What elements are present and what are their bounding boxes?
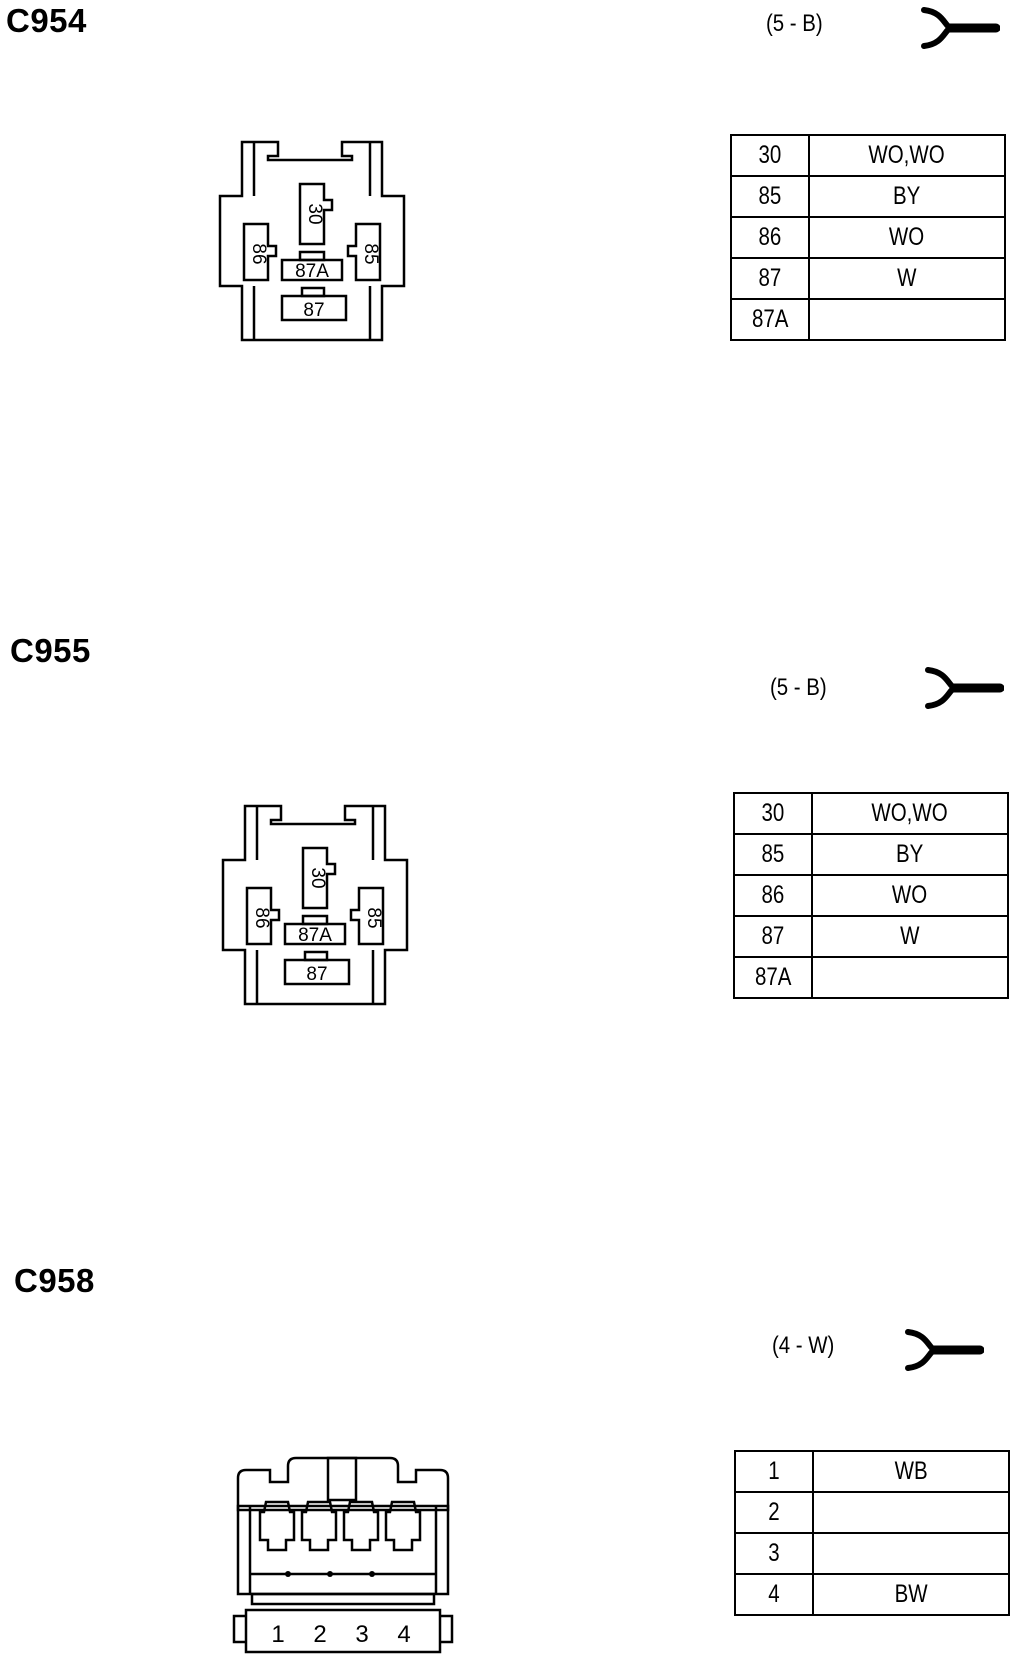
table-row: 1 WB — [734, 1450, 1010, 1493]
wire-color: W — [897, 264, 917, 292]
face-label-87a: 87A — [298, 925, 332, 946]
pin-number: 30 — [758, 141, 782, 169]
pin-number: 86 — [761, 881, 785, 909]
pin-number: 85 — [758, 182, 782, 210]
wire-color: W — [900, 922, 920, 950]
connector-id: C955 — [10, 632, 91, 669]
table-row: 87A — [733, 956, 1009, 999]
relay-connector-face: 30 86 85 87A 87 — [218, 140, 406, 342]
connector-id: C958 — [14, 1262, 95, 1299]
face-label-3: 3 — [355, 1621, 368, 1648]
table-row: 87A — [730, 298, 1006, 341]
table-row: 87 W — [730, 257, 1006, 300]
table-row: 2 — [734, 1491, 1010, 1534]
face-label-85: 85 — [360, 243, 381, 264]
face-label-87: 87 — [303, 300, 324, 321]
wire-color: WO,WO — [868, 141, 946, 169]
connector-spec: (5 - B) — [766, 10, 823, 37]
table-row: 30 WO,WO — [733, 792, 1009, 835]
connector-spec: (4 - W) — [772, 1332, 835, 1359]
wire-color: BY — [896, 840, 924, 868]
wire-color: WO,WO — [871, 799, 949, 827]
four-pin-connector-face: 1 2 3 4 — [232, 1456, 454, 1654]
connector-spec: (5 - B) — [770, 674, 827, 701]
table-row: 30 WO,WO — [730, 134, 1006, 177]
face-label-87: 87 — [306, 964, 327, 985]
relay-connector-face: 30 86 85 87A 87 — [221, 804, 409, 1006]
connector-section-c955: C955 (5 - B) 30 86 85 87A 87 30 WO,WO 85 B… — [0, 632, 1024, 1252]
table-row: 3 — [734, 1532, 1010, 1575]
pin-number: 86 — [758, 223, 782, 251]
wire-color: BW — [894, 1580, 928, 1608]
table-row: 86 WO — [733, 874, 1009, 917]
pin-number: 87 — [758, 264, 782, 292]
table-row: 87 W — [733, 915, 1009, 958]
face-label-85: 85 — [363, 907, 384, 928]
pin-number: 87A — [754, 963, 792, 991]
face-label-86: 86 — [248, 243, 269, 264]
wire-color: WO — [892, 881, 928, 909]
face-label-86: 86 — [251, 907, 272, 928]
face-label-30: 30 — [307, 867, 328, 888]
pin-table: 30 WO,WO 85 BY 86 WO 87 W 87A — [730, 134, 1006, 341]
harness-fork-icon — [921, 7, 1000, 49]
wire-color: WB — [894, 1457, 928, 1485]
connector-section-c954: C954 (5 - B) 30 86 85 87A 87 30 WO,WO 85 B… — [0, 0, 1024, 620]
face-label-87a: 87A — [295, 261, 329, 282]
pin-number: 2 — [768, 1498, 780, 1526]
table-row: 85 BY — [730, 175, 1006, 218]
table-row: 85 BY — [733, 833, 1009, 876]
pin-number: 1 — [768, 1457, 780, 1485]
connector-section-c958: C958 (4 - W) 1 2 3 4 — [0, 1262, 1024, 1656]
harness-fork-icon — [925, 667, 1004, 709]
face-label-4: 4 — [397, 1621, 410, 1648]
face-label-1: 1 — [271, 1621, 284, 1648]
table-row: 4 BW — [734, 1573, 1010, 1616]
connector-id: C954 — [6, 2, 87, 39]
wire-color: BY — [893, 182, 921, 210]
pin-table: 30 WO,WO 85 BY 86 WO 87 W 87A — [733, 792, 1009, 999]
face-label-2: 2 — [313, 1621, 326, 1648]
pin-number: 85 — [761, 840, 785, 868]
wire-color: WO — [889, 223, 925, 251]
pin-number: 3 — [768, 1539, 780, 1567]
pin-number: 87A — [751, 305, 789, 333]
table-row: 86 WO — [730, 216, 1006, 259]
pin-table: 1 WB 2 3 4 BW — [734, 1450, 1010, 1616]
pin-number: 87 — [761, 922, 785, 950]
pin-number: 4 — [768, 1580, 780, 1608]
pin-number: 30 — [761, 799, 785, 827]
face-label-30: 30 — [304, 203, 325, 224]
harness-fork-icon — [905, 1329, 984, 1371]
